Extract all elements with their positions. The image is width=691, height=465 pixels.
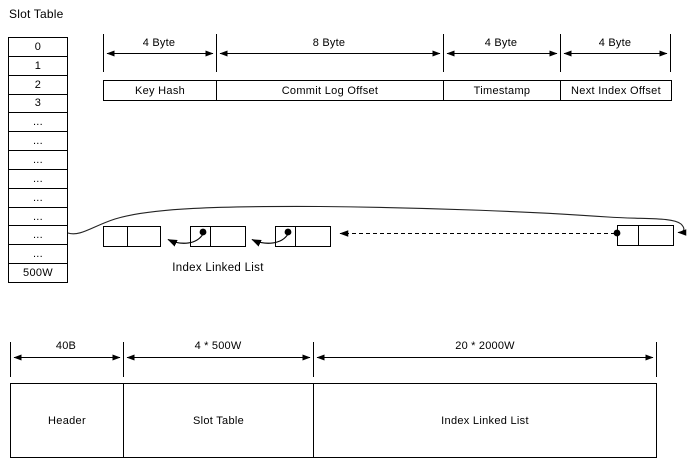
layout-size-label: 4 * 500W bbox=[194, 340, 242, 352]
layout-dimension-ticks bbox=[10, 342, 657, 377]
slot-row: ... bbox=[9, 112, 67, 131]
node-pointer-cell bbox=[191, 227, 211, 246]
linked-list-node bbox=[275, 226, 331, 247]
layout-size-label: 20 * 2000W bbox=[455, 340, 515, 352]
slot-table-title: Slot Table bbox=[9, 7, 64, 21]
slot-row: 500W bbox=[9, 263, 67, 282]
slot-row: ... bbox=[9, 206, 67, 226]
slot-row: ... bbox=[9, 187, 67, 207]
layout-size-label: 40B bbox=[55, 340, 77, 352]
record-size-label: 8 Byte bbox=[312, 37, 346, 49]
slot-row: ... bbox=[9, 225, 67, 244]
record-size-label: 4 Byte bbox=[598, 37, 632, 49]
linked-list-node bbox=[190, 226, 246, 247]
slot-table: 0 1 2 3 ... ... ... ... ... ... ... ... … bbox=[8, 37, 68, 283]
node-pointer-cell bbox=[618, 226, 639, 245]
record-field-key-hash: Key Hash bbox=[103, 80, 217, 101]
record-field-timestamp: Timestamp bbox=[443, 80, 561, 101]
slot-row: ... bbox=[9, 168, 67, 188]
layout-section-index-linked-list: Index Linked List bbox=[313, 383, 657, 458]
slot-row: 2 bbox=[9, 74, 67, 94]
linked-list-node-tail bbox=[617, 225, 674, 246]
slot-row: 0 bbox=[34, 40, 42, 53]
slot-row: 1 bbox=[9, 55, 67, 75]
linked-list-label: Index Linked List bbox=[172, 262, 264, 274]
slot-row: ... bbox=[9, 244, 67, 263]
node-pointer-cell bbox=[104, 227, 128, 246]
slot-row: ... bbox=[9, 150, 67, 169]
linked-list-node bbox=[103, 226, 161, 247]
slot-row: 3 bbox=[9, 93, 67, 113]
record-size-label: 4 Byte bbox=[484, 37, 518, 49]
record-field-commit-log-offset: Commit Log Offset bbox=[216, 80, 444, 101]
layout-section-header: Header bbox=[10, 383, 124, 458]
record-field-next-index-offset: Next Index Offset bbox=[560, 80, 672, 101]
slot-row: ... bbox=[9, 131, 67, 150]
node-pointer-cell bbox=[276, 227, 296, 246]
record-dimension-ticks bbox=[103, 34, 671, 72]
layout-section-slot-table: Slot Table bbox=[123, 383, 314, 458]
record-size-label: 4 Byte bbox=[142, 37, 176, 49]
